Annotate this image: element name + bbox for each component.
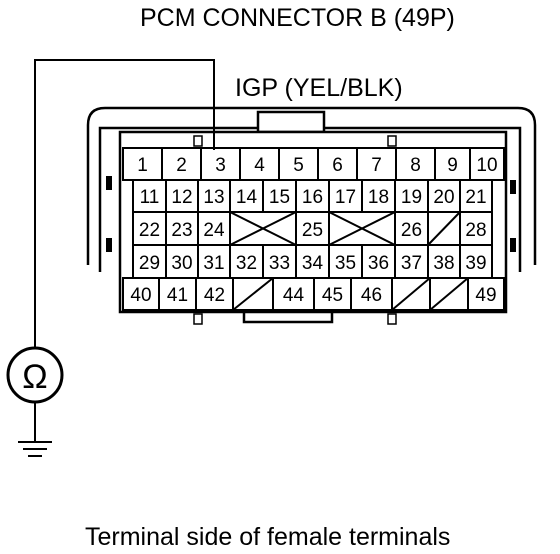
terminal-label: 18: [368, 187, 389, 208]
terminal-label: 10: [476, 155, 497, 176]
terminal-label: 20: [433, 187, 454, 208]
terminal-label: 15: [269, 187, 290, 208]
terminal-label: 8: [410, 155, 421, 176]
terminal-label: 17: [335, 187, 356, 208]
terminal-label: 37: [401, 253, 422, 274]
terminal-label: 40: [130, 285, 151, 306]
terminal-label: 33: [269, 253, 290, 274]
blank-cavity: [427, 211, 461, 246]
terminal-label: 3: [215, 155, 226, 176]
terminal-label: 30: [171, 253, 192, 274]
terminal-label: 11: [140, 187, 160, 208]
terminal-label: 7: [371, 155, 382, 176]
terminal-label: 12: [171, 187, 192, 208]
terminal-label: 42: [204, 285, 225, 306]
terminal-label: 1: [137, 155, 148, 176]
ground-icon: [18, 441, 52, 457]
terminal-label: 19: [401, 187, 422, 208]
terminal-label: 31: [203, 253, 224, 274]
terminal-label: 21: [465, 187, 486, 208]
terminal-row-1: 1 2 3 4 5 6 7 8 9 10: [122, 147, 505, 181]
terminal-label: 4: [254, 155, 265, 176]
terminal-label: 22: [139, 220, 160, 241]
terminal-label: 23: [171, 220, 192, 241]
latch-tab-right-lower: [510, 238, 516, 252]
terminal-label: 14: [236, 187, 258, 208]
latch-tab-right: [510, 180, 516, 194]
latch-tab-left-lower: [106, 238, 112, 252]
blank-cavity: [429, 277, 469, 311]
terminal-label: 6: [332, 155, 343, 176]
terminal-label: 34: [302, 253, 324, 274]
terminal-label: 9: [447, 155, 458, 176]
terminal-label: 45: [322, 285, 343, 306]
blank-cavity: [328, 211, 396, 246]
terminal-label: 49: [475, 285, 496, 306]
ohm-symbol: Ω: [22, 358, 47, 396]
terminal-label: 13: [203, 187, 224, 208]
terminal-label: 16: [302, 187, 323, 208]
blank-cavity: [391, 277, 431, 311]
ohmmeter-icon: Ω: [6, 346, 64, 404]
terminal-row-5: 40 41 42 44 45 46 49: [122, 277, 505, 311]
terminal-label: 32: [236, 253, 257, 274]
terminal-label: 36: [368, 253, 389, 274]
terminal-row-4: 29 30 31 32 33 34 35 36 37 38 39: [132, 244, 493, 279]
terminal-grid: 1 2 3 4 5 6 7 8 9 10 11 12 13 14 15 16 1…: [122, 147, 505, 311]
connector-title: PCM CONNECTOR B (49P): [140, 4, 455, 32]
terminal-label: 38: [433, 253, 454, 274]
terminal-label: 26: [401, 220, 422, 241]
terminal-label: 39: [465, 253, 486, 274]
terminal-label: 41: [167, 285, 188, 306]
terminal-label: 5: [293, 155, 304, 176]
blank-cavity: [232, 277, 274, 311]
blank-cavity: [229, 211, 297, 246]
latch-tab-left: [106, 176, 112, 190]
terminal-row-3: 22 23 24 25 26 28: [132, 211, 493, 246]
terminal-label: 46: [361, 285, 382, 306]
terminal-label: 35: [335, 253, 356, 274]
terminal-label: 25: [302, 220, 323, 241]
terminal-label: 29: [139, 253, 160, 274]
terminal-label: 28: [465, 220, 486, 241]
terminal-row-2: 11 12 13 14 15 16 17 18 19 20 21: [132, 179, 493, 213]
terminal-label: 2: [176, 155, 187, 176]
caption: Terminal side of female terminals: [85, 523, 450, 551]
terminal-label: 24: [203, 220, 225, 241]
terminal-label: 44: [283, 285, 305, 306]
wire-label: IGP (YEL/BLK): [235, 74, 403, 102]
probe-wire: [34, 59, 215, 348]
